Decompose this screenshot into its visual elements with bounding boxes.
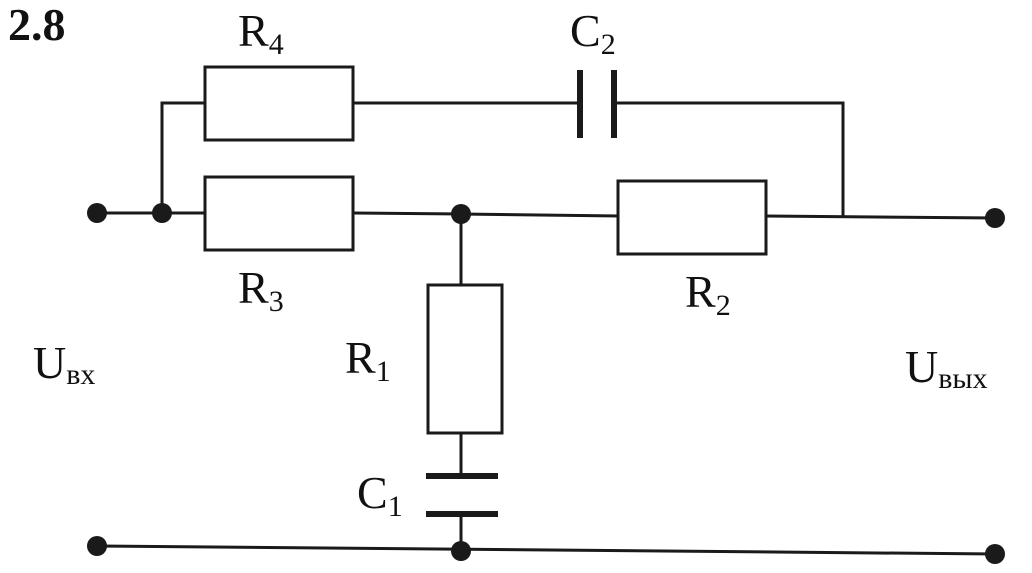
label-r4: R4	[238, 5, 284, 61]
capacitor-c2	[577, 70, 617, 138]
junction-left	[152, 203, 172, 223]
resistor-r3	[203, 175, 355, 252]
label-input-voltage: Uвх	[33, 337, 95, 391]
input-terminal-top	[87, 203, 107, 223]
label-r2: R2	[685, 266, 731, 322]
wire-r3-node	[351, 211, 463, 216]
label-r3: R3	[238, 262, 284, 318]
input-terminal-bottom	[87, 536, 107, 556]
wire-common	[95, 544, 997, 556]
wires	[95, 101, 997, 556]
resistor-r2	[616, 179, 768, 256]
problem-number: 2.8	[8, 0, 66, 50]
junction-bottom	[451, 541, 471, 561]
wire-output	[764, 214, 997, 220]
resistor-r1	[426, 283, 504, 435]
label-c2: C2	[570, 5, 616, 61]
output-terminal-top	[985, 208, 1005, 228]
capacitor-c1	[426, 473, 498, 517]
resistor-r4	[203, 65, 355, 142]
output-terminal-bottom	[985, 544, 1005, 564]
label-c1: C1	[357, 467, 403, 523]
label-output-voltage: Uвых	[905, 341, 988, 395]
wire-node-r2	[459, 212, 620, 218]
junction-middle	[451, 204, 471, 224]
label-r1: R1	[345, 332, 391, 388]
